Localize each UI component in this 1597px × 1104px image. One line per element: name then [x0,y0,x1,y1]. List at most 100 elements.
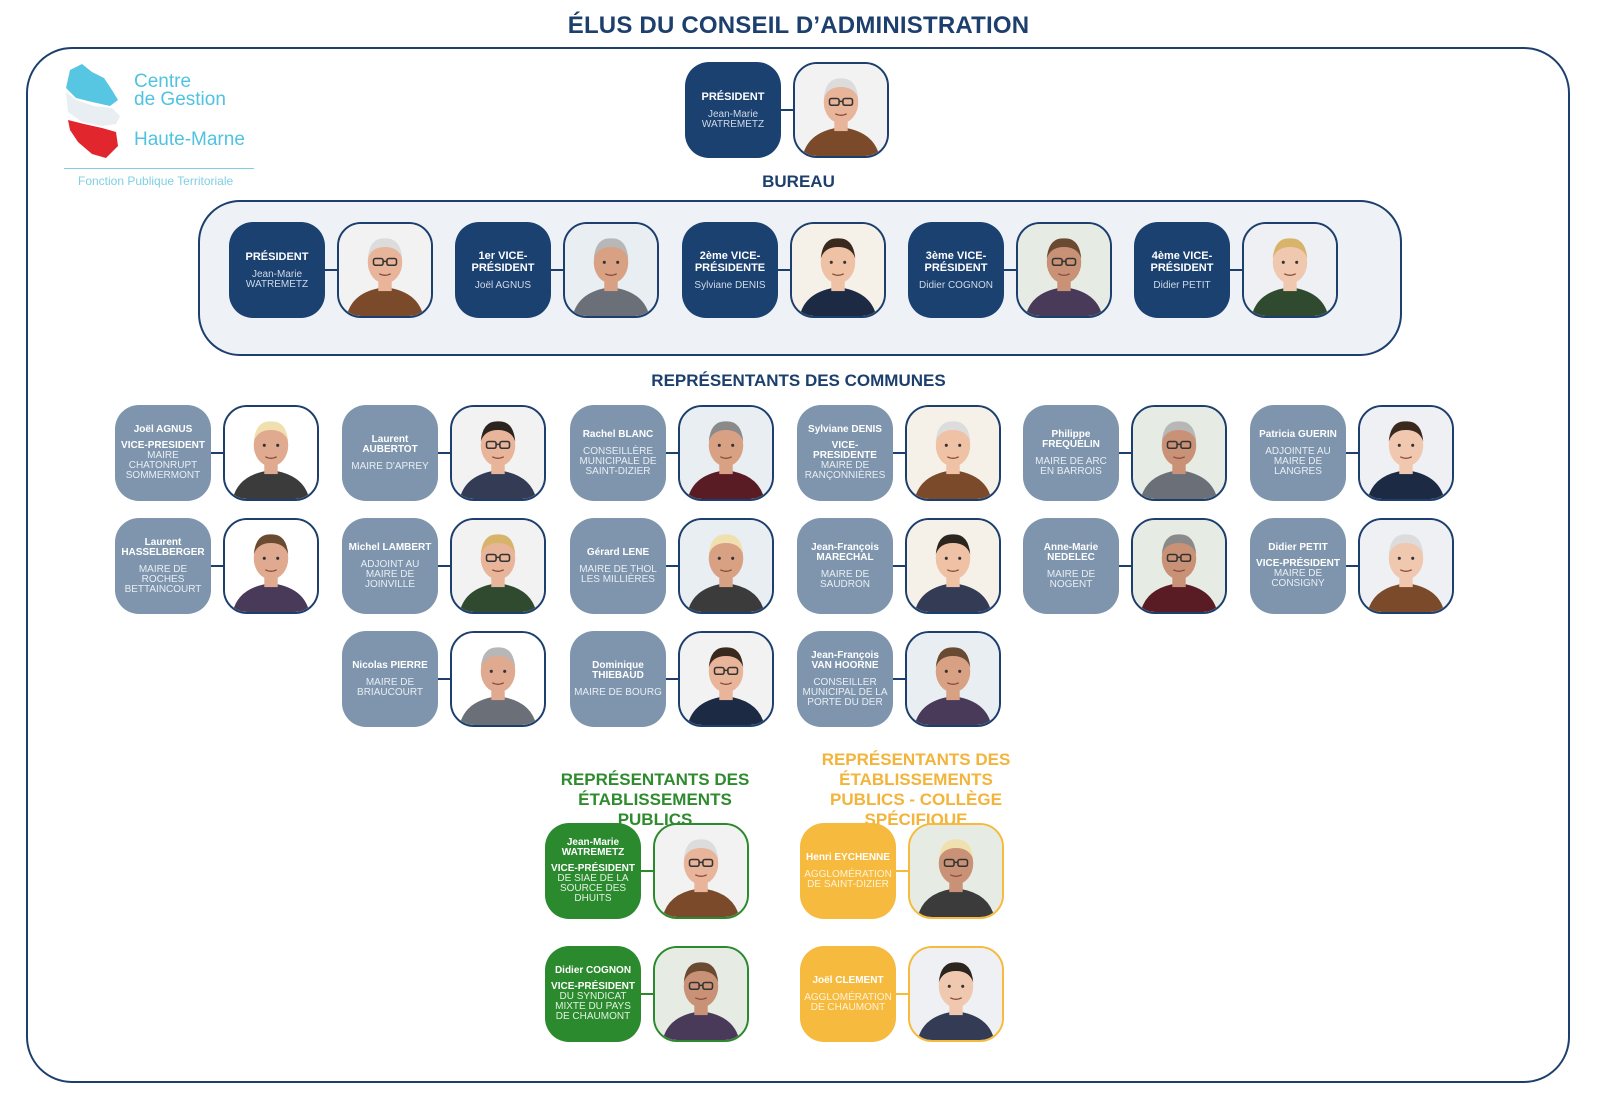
member-name: PRÉSIDENT [245,250,309,263]
member-role: MAIRE DE THOL LES MILLIÈRES [579,563,657,585]
member-photo [678,631,774,727]
member-role: CONSEILLER MUNICIPAL DE LA PORTE DU DER [802,676,888,708]
member-person-name: Didier PETIT [1153,279,1211,291]
member-name: Jean-François MARECHAL [811,541,879,563]
member-role: ADJOINT AU MAIRE DE JOINVILLE [360,558,420,590]
member-name: Philippe FREQUELIN [1042,428,1100,450]
member-photo [223,518,319,614]
member-photo [563,222,659,318]
member-card: Jean-François MARECHAL MAIRE DE SAUDRON [797,518,893,614]
president-photo [793,62,889,158]
connector [896,993,910,995]
member-photo [905,518,1001,614]
connector [325,269,339,271]
portrait-icon [1244,224,1336,316]
logo-line-2: de Gestion [134,89,226,110]
connector [211,565,225,567]
portrait-icon [452,407,544,499]
portrait-icon [655,948,747,1040]
member-role: MAIRE DE CONSIGNY [1271,568,1325,589]
connector [211,452,225,454]
connector [896,870,910,872]
portrait-icon [225,407,317,499]
member-name: 1er VICE-PRÉSIDENT [471,249,535,274]
portrait-icon [680,633,772,725]
member-name: Patricia GUERIN [1259,428,1337,440]
logo-divider [64,168,254,169]
portrait-icon [680,520,772,612]
member-name: Laurent HASSELBERGER [121,536,205,558]
member-name: 3ème VICE-PRÉSIDENT [924,249,988,274]
connector [1346,565,1360,567]
member-name: Didier PETIT [1268,542,1328,553]
member-title-tag: VICE-PRÉSIDENT [551,981,635,992]
member-role: MAIRE DE RANÇONNIÈRES [804,460,886,481]
member-title-tag: VICE-PRESIDENTE [813,440,877,461]
portrait-icon [1360,407,1452,499]
portrait-icon [907,520,999,612]
connector [1346,452,1360,454]
member-photo [1131,518,1227,614]
bureau-title: BUREAU [762,172,835,191]
member-name: Joël AGNUS [133,424,193,435]
member-photo [337,222,433,318]
member-role: MAIRE DE BRIAUCOURT [357,676,423,698]
member-photo [908,823,1004,919]
portrait-icon [907,407,999,499]
member-photo [905,405,1001,501]
portrait-icon [1018,224,1110,316]
member-name: Jean-François VAN HOORNE [811,649,879,671]
member-name: 2ème VICE-PRÉSIDENTE [694,249,766,274]
connector [641,870,655,872]
president-name: Jean-Marie WATREMETZ [701,108,765,130]
member-photo [1358,405,1454,501]
member-photo [908,946,1004,1042]
member-title-tag: VICE-PRESIDENT [121,440,205,451]
connector [438,678,452,680]
connector [778,269,792,271]
connector [893,452,907,454]
member-name: Michel LAMBERT [348,541,432,553]
member-person-name: Didier COGNON [919,279,993,291]
portrait-icon [452,633,544,725]
member-role: DU SYNDICAT MIXTE DU PAYS DE CHAUMONT [555,991,631,1022]
connector [781,109,795,111]
member-photo [790,222,886,318]
member-name: Dominique THIEBAUD [592,659,644,681]
member-name: Laurent AUBERTOT [362,433,418,455]
logo-subtitle: Fonction Publique Territoriale [78,174,234,188]
page-title: ÉLUS DU CONSEIL D’ADMINISTRATION [567,12,1030,39]
logo-line-1: Centre [134,71,192,92]
member-card: Jean-François VAN HOORNE CONSEILLER MUNIC… [797,631,893,727]
logo-line-3: Haute-Marne [134,129,245,150]
member-photo [678,405,774,501]
portrait-icon [1360,520,1452,612]
connector [893,678,907,680]
president-card: PRÉSIDENT Jean-Marie WATREMETZ [685,62,781,158]
main-frame [26,47,1570,1083]
portrait-icon [795,64,887,156]
member-photo [1358,518,1454,614]
member-name: Jean-Marie WATREMETZ [561,837,625,858]
member-photo [653,946,749,1042]
connector [641,993,655,995]
member-person-name: Sylviane DENIS [694,279,766,291]
member-photo [905,631,1001,727]
portrait-icon [339,224,431,316]
member-role: MAIRE DE SAUDRON [819,568,870,590]
